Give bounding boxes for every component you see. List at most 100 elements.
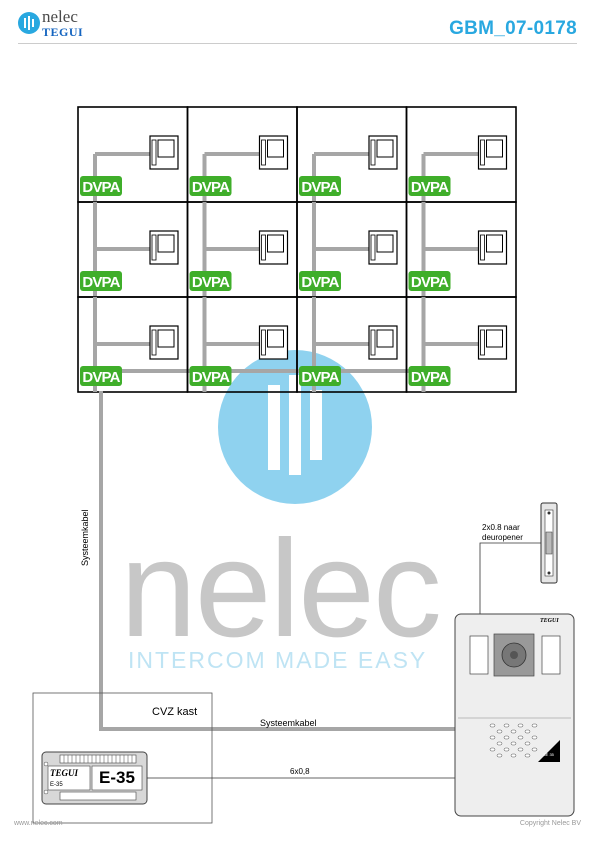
- grille-slot: [517, 747, 524, 752]
- monitor-screen: [267, 139, 284, 158]
- grille-slot: [517, 723, 524, 728]
- cvz-kast-label: CVZ kast: [152, 706, 198, 718]
- dvpa-badge: [299, 366, 341, 386]
- dvpa-label: DVPA: [301, 369, 339, 386]
- dvpa-badge: [408, 366, 451, 386]
- dvpa-label: DVPA: [411, 369, 449, 386]
- grille-slot: [496, 753, 503, 758]
- dvpa-label: DVPA: [411, 179, 449, 196]
- grille-slot: [510, 753, 517, 758]
- system-cable-vertical: [99, 391, 460, 731]
- monitor-screen: [486, 234, 503, 253]
- e35-power-supply: [41, 751, 148, 805]
- apartment-grid: DVPA DVPA DVPA DVPA DVPA DVPA DVPA DVPA DVPA DVPA…: [77, 106, 517, 393]
- outdoor-panel: [454, 613, 575, 817]
- dvpa-badge: [299, 271, 341, 291]
- monitor-screen: [157, 139, 175, 158]
- systeemkabel-horizontal-label: Systeemkabel: [260, 718, 317, 728]
- dvpa-badge: [189, 176, 232, 196]
- brand-bottom: TEGUI: [42, 25, 84, 39]
- grille-slot: [489, 723, 496, 728]
- grille-slot: [531, 723, 538, 728]
- monitor-handset: [480, 329, 485, 356]
- grille-slot: [524, 741, 531, 746]
- monitor-handset: [261, 234, 266, 261]
- monitor-handset: [151, 329, 157, 356]
- grille-slot: [503, 723, 510, 728]
- grille-slot: [489, 747, 496, 752]
- monitor-screen: [157, 234, 175, 253]
- speaker-grille: [489, 723, 538, 758]
- brand-logo: nelec TEGUI: [42, 8, 83, 38]
- apartment-cell: [405, 296, 517, 393]
- dvpa-label: DVPA: [192, 274, 230, 291]
- panel-brand: TEGUI: [540, 618, 559, 624]
- watermark-word: nelec: [120, 512, 442, 666]
- grille-slot: [531, 735, 538, 740]
- monitor-screen: [157, 329, 175, 348]
- deuropener-label: 2x0.8 naar deuropener: [482, 523, 523, 543]
- monitor-screen: [376, 329, 394, 348]
- watermark-tagline: INTERCOM MADE EASY: [128, 647, 428, 673]
- grille-slot: [524, 753, 531, 758]
- footer-website: www.nelec.com: [14, 820, 63, 827]
- deuropener-line2: deuropener: [482, 533, 523, 542]
- dvpa-label: DVPA: [82, 369, 120, 386]
- monitor-screen: [267, 329, 284, 348]
- monitor-screen: [267, 234, 284, 253]
- e35-model-big: E-35: [99, 768, 135, 787]
- grille-slot: [510, 729, 517, 734]
- dvpa-label: DVPA: [301, 179, 339, 196]
- grille-slot: [517, 735, 524, 740]
- monitor-screen: [486, 329, 503, 348]
- nelec-logo-icon: [18, 12, 40, 34]
- monitor-handset: [261, 329, 266, 356]
- dvpa-badge: [408, 271, 451, 291]
- monitor-handset: [370, 329, 376, 356]
- dvpa-label: DVPA: [192, 369, 230, 386]
- grille-slot: [524, 729, 531, 734]
- grille-slot: [489, 735, 496, 740]
- monitor-handset: [370, 139, 376, 166]
- grille-slot: [503, 747, 510, 752]
- dvpa-badge: [80, 366, 122, 386]
- dvpa-badge: [299, 176, 341, 196]
- deuropener-line1: 2x0.8 naar: [482, 523, 520, 532]
- grille-slot: [496, 741, 503, 746]
- grille-slot: [531, 747, 538, 752]
- monitor-handset: [151, 234, 157, 261]
- footer-copyright: Copyright Nelec BV: [519, 820, 581, 827]
- dvpa-label: DVPA: [411, 274, 449, 291]
- monitor-handset: [480, 139, 485, 166]
- monitor-handset: [370, 234, 376, 261]
- grille-slot: [510, 741, 517, 746]
- panel-badge: SE 35: [543, 752, 554, 757]
- header-divider: [18, 43, 577, 44]
- monitor-handset: [151, 139, 157, 166]
- monitor-screen: [486, 139, 503, 158]
- door-opener-wire: [479, 542, 541, 615]
- door-opener: [540, 502, 558, 584]
- dvpa-badge: [189, 366, 232, 386]
- document-code: GBM_07-0178: [449, 18, 577, 39]
- six-wire-label: 6x0,8: [290, 767, 310, 776]
- monitor-screen: [376, 139, 394, 158]
- dvpa-label: DVPA: [82, 179, 120, 196]
- dvpa-label: DVPA: [82, 274, 120, 291]
- dvpa-badge: [80, 271, 122, 291]
- brand-top: nelec: [42, 7, 78, 26]
- e35-brand: TEGUI: [50, 768, 79, 778]
- systeemkabel-vertical-label: Systeemkabel: [80, 509, 90, 566]
- monitor-handset: [261, 139, 266, 166]
- monitor-screen: [376, 234, 394, 253]
- e35-model-small: E-35: [50, 782, 63, 788]
- grille-slot: [496, 729, 503, 734]
- dvpa-label: DVPA: [192, 179, 230, 196]
- monitor-handset: [480, 234, 485, 261]
- grille-slot: [503, 735, 510, 740]
- dvpa-badge: [80, 176, 122, 196]
- dvpa-label: DVPA: [301, 274, 339, 291]
- watermark-circle-icon: [218, 350, 372, 504]
- dvpa-badge: [408, 176, 451, 196]
